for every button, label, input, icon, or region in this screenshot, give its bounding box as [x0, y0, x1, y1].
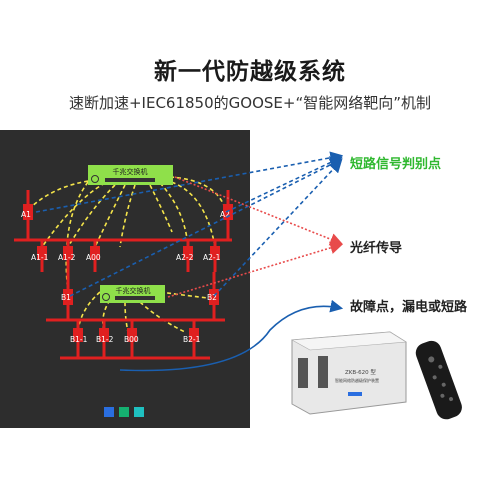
goose-links-top: [29, 176, 226, 293]
label-A1-2: A1-2: [58, 253, 76, 262]
page-subtitle: 速断加速+IEC61850的GOOSE+“智能网络靶向”机制: [68, 94, 431, 112]
label-B00: B00: [124, 335, 139, 344]
switch-bottom-label: 千兆交换机: [116, 286, 151, 295]
breaker-boxes: [23, 204, 233, 342]
fiber-label: 光纤传导: [350, 241, 403, 256]
fault-types-label: 故障点，漏电或短路: [350, 300, 468, 315]
indicator-green: [119, 407, 129, 417]
label-A00: A00: [86, 253, 101, 262]
device-model: ZKB-620 型: [345, 368, 376, 376]
label-B2-1: B2-1: [183, 335, 201, 344]
label-A2-1: A2-1: [203, 253, 221, 262]
switch-top: 千兆交换机: [88, 165, 173, 185]
label-B2: B2: [207, 293, 217, 302]
switch-bottom: 千兆交换机: [100, 285, 165, 303]
label-A1: A1: [21, 210, 31, 219]
switch-top-label: 千兆交换机: [113, 167, 148, 176]
remote-control-icon: [415, 340, 462, 420]
fault-signal-label: 短路信号判别点: [350, 157, 442, 172]
fiber-arrows: [167, 176, 344, 298]
label-B1-1: B1-1: [70, 335, 88, 344]
label-A2: A2: [220, 210, 230, 219]
device-name: 智能网络防越级保护装置: [335, 377, 379, 383]
page-title: 新一代防越级系统: [154, 59, 346, 85]
signal-arrows: [35, 151, 344, 297]
power-bus: [14, 190, 232, 360]
label-A2-2: A2-2: [176, 253, 194, 262]
label-A1-1: A1-1: [31, 253, 49, 262]
label-B1-2: B1-2: [96, 335, 114, 344]
indicator-blue: [104, 407, 114, 417]
label-B1: B1: [61, 293, 71, 302]
fault-arrow: [119, 299, 344, 372]
breaker-labels: A1 A2 A1-1 A1-2 A00 A2-2 A2-1 B1 B2 B1-1…: [21, 210, 230, 344]
protection-device: ZKB-620 型 智能网络防越级保护装置: [290, 331, 407, 415]
indicator-squares: [104, 402, 149, 421]
indicator-cyan: [134, 407, 144, 417]
